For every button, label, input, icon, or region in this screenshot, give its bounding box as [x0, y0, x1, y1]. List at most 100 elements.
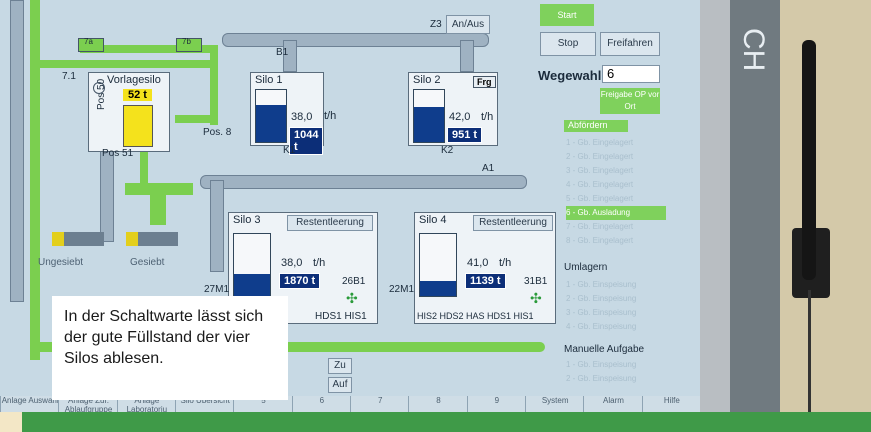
silo-1: Silo 1 38,0 1044 t	[250, 72, 324, 155]
silo-4-unit: t/h	[499, 257, 512, 269]
function-key[interactable]: Silo Übersicht	[175, 396, 235, 412]
silo-2-frg-button[interactable]: Frg	[473, 76, 496, 88]
menu-item[interactable]: 3 - Gb. Eingelagert	[566, 166, 634, 175]
menu-item[interactable]: 4 - Gb. Eingelagert	[566, 180, 634, 189]
bezel-brand: CH	[737, 28, 770, 72]
silo-4-rate: 41,0	[467, 257, 489, 269]
label-gesiebt: Gesiebt	[130, 257, 165, 268]
menu-item[interactable]: 3 - Gb. Einspeisung	[566, 308, 637, 317]
menu-item[interactable]: 7 - Gb. Eingelagert	[566, 222, 634, 231]
green-pipe	[30, 0, 40, 360]
label-7b: 7b	[182, 37, 191, 46]
function-key[interactable]: 9	[466, 396, 526, 412]
function-key[interactable]: System	[525, 396, 585, 412]
fan-icon: ✣	[346, 290, 358, 306]
pipe-vertical	[460, 40, 474, 72]
abfoerdern-header[interactable]: Abfördern	[564, 120, 628, 132]
menu-item[interactable]: 6 - Gb. Ausladung	[566, 206, 666, 220]
pipe-vertical	[210, 180, 224, 272]
menu-item[interactable]: 4 - Gb. Einspeisung	[566, 322, 637, 331]
vorlagesilo-value: 52 t	[123, 89, 152, 101]
function-key[interactable]: 5	[233, 396, 293, 412]
silo-1-tons: 1044 t	[289, 127, 324, 155]
silo-1-unit: t/h	[324, 110, 337, 122]
conveyor-top	[222, 33, 489, 47]
pen-cord	[808, 290, 811, 432]
label-z3: Z3	[430, 19, 442, 30]
silo-4-title: Silo 4	[419, 214, 447, 226]
silo-1-level	[256, 104, 286, 142]
pipe-vertical	[100, 150, 114, 242]
function-key[interactable]: Anlage Laboratoriu	[116, 396, 176, 412]
hopper	[125, 183, 193, 195]
menu-item[interactable]: 8 - Gb. Eingelagert	[566, 236, 634, 245]
label-pos8: Pos. 8	[203, 127, 232, 138]
label-31b1: 31B1	[524, 276, 548, 287]
label-22m1: 22M1	[389, 284, 415, 295]
an-aus-button[interactable]: An/Aus	[446, 15, 490, 34]
zu-button[interactable]: Zu	[328, 358, 352, 374]
label-7-1: 7.1	[62, 71, 76, 82]
silo-4: Silo 4 Restentleerung 41,0 t/h 1139 t HI…	[414, 212, 556, 324]
menu-item[interactable]: 5 - Gb. Eingelagert	[566, 194, 634, 203]
photo-caption: In der Schaltwarte lässt sich der gute F…	[52, 296, 288, 400]
function-key[interactable]: Hilfe	[641, 396, 700, 412]
menu-item[interactable]: 2 - Gb. Eingelagert	[566, 152, 634, 161]
bezel-stripe	[730, 0, 780, 432]
silo-1-title: Silo 1	[255, 74, 283, 86]
silo-4-motors: HIS2 HDS2 HAS HDS1 HIS1	[417, 311, 534, 321]
label-27m1: 27M1	[204, 284, 230, 295]
silo-3-restentleerung-button[interactable]: Restentleerung	[287, 215, 373, 231]
silo-3-motors: HDS1 HIS1	[315, 311, 367, 322]
function-key[interactable]: Anlage Auswahl	[0, 396, 60, 412]
label-b1: B1	[276, 47, 289, 58]
function-key[interactable]: Alarm	[583, 396, 643, 412]
silo-4-tons: 1139 t	[465, 273, 506, 289]
monitor-bezel: CH	[700, 0, 780, 432]
label-k1: K1	[283, 145, 296, 156]
pipe-vertical	[283, 40, 297, 72]
silo-2: Silo 2 Frg 42,0 t/h 951 t	[408, 72, 498, 146]
label-ungesiebt: Ungesiebt	[38, 257, 84, 268]
label-k2: K2	[441, 145, 454, 156]
umlagern-header: Umlagern	[564, 262, 608, 273]
vorlagesilo-fill	[123, 105, 153, 147]
pipe-vertical	[10, 0, 24, 302]
conveyor-middle	[200, 175, 527, 189]
menu-item[interactable]: 2 - Gb. Einspeisung	[566, 294, 637, 303]
wegewahl-input[interactable]: 6	[602, 65, 660, 83]
start-button[interactable]: Start	[540, 4, 594, 26]
silo-3-unit: t/h	[313, 257, 326, 269]
green-pipe	[80, 45, 210, 53]
manuelle-list: 1 - Gb. Einspeisung 2 - Gb. Einspeisung	[566, 358, 666, 386]
stop-button[interactable]: Stop	[540, 32, 596, 56]
silo-3-level	[234, 274, 270, 296]
silo-4-level	[420, 280, 456, 296]
silo-4-gauge	[419, 233, 457, 297]
silo-3-gauge	[233, 233, 271, 297]
menu-item[interactable]: 1 - Gb. Eingelagert	[566, 138, 634, 147]
menu-item[interactable]: 1 - Gb. Einspeisung	[566, 280, 637, 289]
green-band	[22, 412, 871, 432]
function-key[interactable]: Anlage Zuf. Ablaufgruppe	[58, 396, 118, 412]
function-key[interactable]: 8	[408, 396, 468, 412]
silo-4-restentleerung-button[interactable]: Restentleerung	[473, 215, 553, 231]
auf-button[interactable]: Auf	[328, 377, 352, 393]
wegewahl-label: Wegewahl	[538, 68, 602, 83]
silo-3-rate: 38,0	[281, 257, 303, 269]
green-pipe	[175, 115, 218, 123]
silo-2-tons: 951 t	[447, 127, 483, 143]
menu-item[interactable]: 2 - Gb. Einspeisung	[566, 374, 637, 383]
freigabe-button[interactable]: Freigabe OP vor Ort	[600, 88, 660, 114]
function-key[interactable]: 7	[350, 396, 410, 412]
hopper-neck	[150, 195, 166, 225]
silo-1-rate: 38,0	[291, 111, 313, 123]
indicator-circle	[93, 82, 105, 94]
freifahren-button[interactable]: Freifahren	[600, 32, 660, 56]
silo-3-tons: 1870 t	[279, 273, 321, 289]
vorlagesilo-title: Vorlagesilo	[107, 74, 161, 86]
function-key[interactable]: 6	[291, 396, 351, 412]
menu-item[interactable]: 1 - Gb. Einspeisung	[566, 360, 637, 369]
label-pos51: Pos 51	[102, 148, 134, 159]
stylus-pen	[802, 40, 816, 280]
